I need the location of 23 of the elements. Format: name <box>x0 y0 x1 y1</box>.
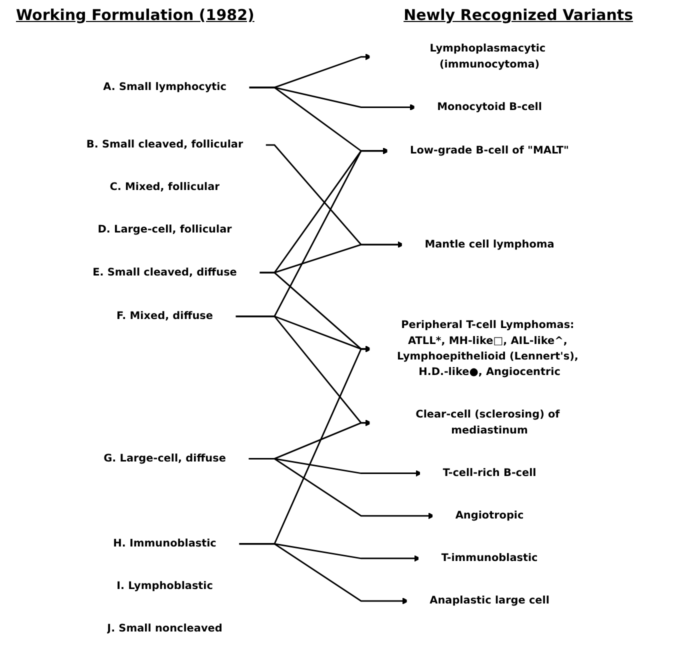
node-text: C. Mixed, follicular <box>110 181 220 194</box>
node-text: Monocytoid B-cell <box>437 100 542 113</box>
arrow <box>238 543 409 604</box>
node-text: Mantle cell lymphoma <box>424 238 554 250</box>
node-text: Angiotropic <box>455 510 524 522</box>
node-text: D. Large-cell, follicular <box>98 224 232 236</box>
node-text: B. Small cleaved, follicular <box>86 138 244 151</box>
node-text: T-immunoblastic <box>441 552 538 564</box>
arrow <box>248 458 435 520</box>
node-text: H. Immunoblastic <box>113 538 216 550</box>
node-text: F. Mixed, diffuse <box>116 310 213 322</box>
node-text: Clear-cell (sclerosing) of mediastinum <box>416 408 560 436</box>
node-text: Anaplastic large cell <box>430 594 550 607</box>
node-text: Lymphoplasmacytic (immunocytoma) <box>430 42 546 70</box>
node-text: T-cell-rich B-cell <box>442 466 536 479</box>
column-heading: Newly Recognized Variants <box>404 6 633 24</box>
node-text: E. Small cleaved, diffuse <box>92 266 237 278</box>
node-text: I. Lymphoblastic <box>116 580 213 592</box>
node-text: G. Large-cell, diffuse <box>104 452 226 464</box>
node-text: Peripheral T-cell Lymphomas: ATLL*, MH-like□, AIL-like^, Lymphoepithelioid (Lennert's), H.D.-like●, Angiocentric <box>397 319 578 378</box>
node-text: A. Small lymphocytic <box>103 81 226 94</box>
column-heading: Working Formulation (1982) <box>16 6 254 24</box>
node-text: Low-grade B-cell of "MALT" <box>410 144 569 157</box>
